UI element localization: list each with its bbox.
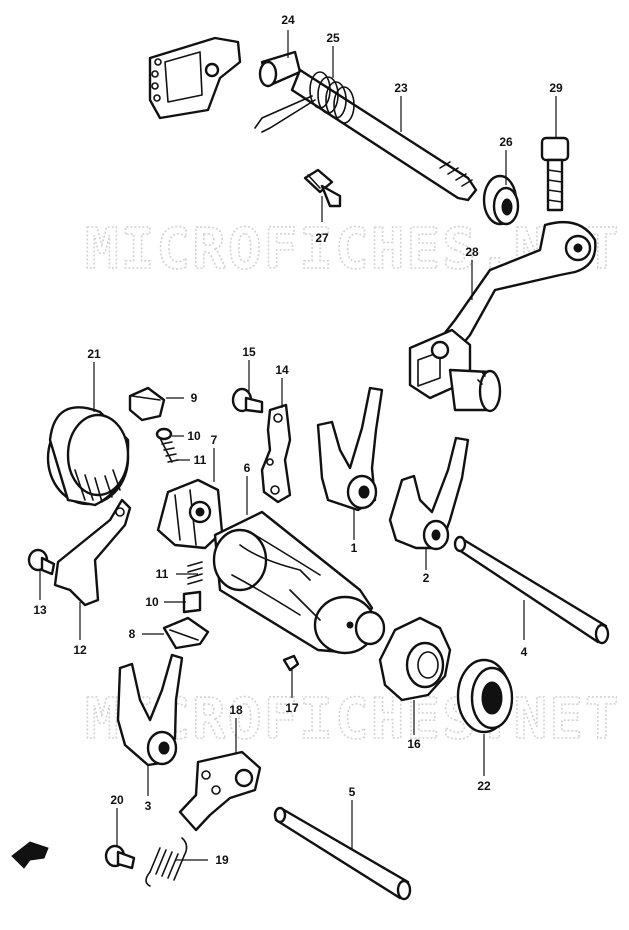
gearshift-shaft-assembly[interactable] [148, 36, 478, 202]
pawl-8[interactable] [162, 616, 210, 650]
callout-2: 2 [423, 571, 430, 585]
callout-13: 13 [33, 603, 47, 617]
screw-20[interactable] [104, 844, 136, 870]
bearing-21[interactable] [46, 406, 130, 507]
callout-14: 14 [275, 363, 289, 377]
callout-25: 25 [326, 31, 340, 45]
shaft-spring [254, 71, 355, 133]
pin-17[interactable] [282, 654, 300, 672]
stopper-plate-14[interactable] [260, 403, 292, 504]
callout-9: 9 [191, 391, 198, 405]
callout-1: 1 [351, 541, 358, 555]
callout-19: 19 [215, 853, 229, 867]
cam-guide-7[interactable] [156, 478, 224, 550]
oil-seal-26[interactable] [482, 174, 520, 226]
callout-6: 6 [244, 461, 251, 475]
pin-spring-upper[interactable] [155, 427, 179, 463]
shift-fork-3[interactable] [116, 653, 184, 767]
pawl-9[interactable] [128, 386, 166, 422]
spring-pin-lower[interactable] [182, 561, 203, 614]
callout-29: 29 [549, 81, 563, 95]
pin-27[interactable] [303, 168, 342, 208]
callout-labels: 24 25 23 26 29 27 28 21 9 10 11 15 14 7 … [33, 13, 563, 867]
callout-20: 20 [110, 793, 124, 807]
callout-22: 22 [477, 779, 491, 793]
gearshift-lever-28[interactable] [408, 220, 597, 413]
callout-12: 12 [73, 643, 87, 657]
callout-7: 7 [211, 433, 218, 447]
callout-23: 23 [394, 81, 408, 95]
callout-5: 5 [349, 785, 356, 799]
callout-10-lower: 10 [145, 595, 159, 609]
callout-26: 26 [499, 135, 513, 149]
callout-8: 8 [129, 627, 136, 641]
bearing-22[interactable] [456, 658, 514, 734]
callout-17: 17 [285, 701, 299, 715]
shift-shaft [290, 68, 478, 202]
callout-10-upper: 10 [187, 429, 201, 443]
callout-15: 15 [242, 345, 256, 359]
shift-fork-2[interactable] [388, 436, 470, 551]
callout-27: 27 [315, 231, 329, 245]
callout-3: 3 [145, 799, 152, 813]
cam-plate-12[interactable] [53, 498, 132, 607]
callout-18: 18 [229, 703, 243, 717]
callout-4: 4 [521, 645, 528, 659]
bolt-29[interactable] [540, 136, 570, 212]
stopper-arm-18[interactable] [178, 750, 262, 832]
spring-19[interactable] [145, 837, 188, 887]
screw-13[interactable] [27, 548, 56, 576]
callout-11-upper: 11 [194, 453, 207, 467]
callout-16: 16 [407, 737, 421, 751]
gearshift-cam-6[interactable] [212, 510, 386, 655]
cam-stopper-16[interactable] [378, 616, 452, 702]
shift-arm-plate [148, 36, 242, 120]
front-direction-arrow [11, 841, 49, 869]
callout-21: 21 [87, 347, 101, 361]
screw-15[interactable] [231, 387, 264, 414]
shift-fork-1[interactable] [316, 386, 384, 512]
callout-11-lower: 11 [156, 567, 169, 581]
callout-24: 24 [281, 13, 295, 27]
callout-28: 28 [465, 245, 479, 259]
leader-lines [39, 30, 557, 861]
fork-shaft-4[interactable] [453, 535, 610, 645]
fork-shaft-5[interactable] [273, 806, 412, 901]
